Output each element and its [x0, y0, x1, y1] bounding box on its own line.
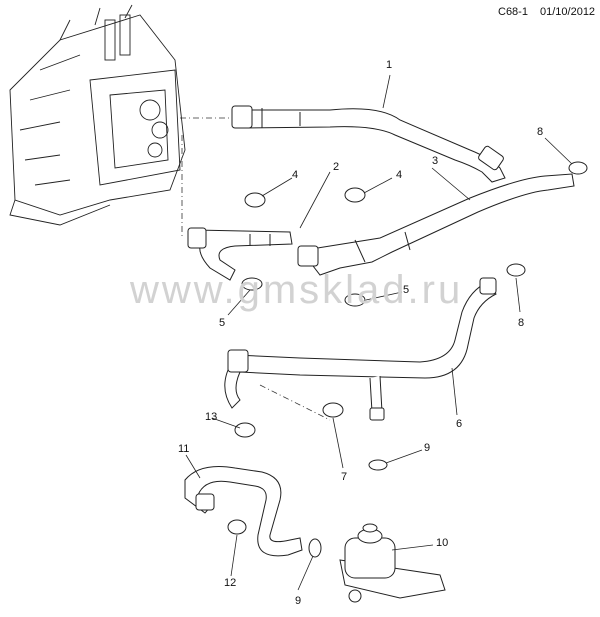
- callout-6: 6: [456, 418, 462, 430]
- clamp-12: [227, 519, 247, 535]
- clamp-8-top: [568, 161, 588, 175]
- hose-11: [184, 466, 303, 557]
- clamp-9-bottom: [308, 538, 322, 558]
- callout-labels: 1 2 3 4 4 5 5 6 7 8 8 9 9 10 11 12 13: [178, 59, 543, 607]
- hvac-module: [9, 4, 186, 226]
- leader-lines: [180, 117, 331, 421]
- clamp-8-bottom: [506, 263, 526, 277]
- callout-7: 7: [341, 471, 347, 483]
- callout-5-left: 5: [219, 317, 225, 329]
- callout-9-bottom: 9: [295, 595, 301, 607]
- clamp-7: [322, 402, 344, 418]
- hose-1: [231, 105, 506, 183]
- callout-10: 10: [436, 537, 448, 549]
- hose-6: [224, 277, 497, 421]
- clamp-5-left: [241, 277, 263, 291]
- callout-12: 12: [224, 577, 236, 589]
- clamp-9-top: [368, 459, 388, 471]
- callout-13: 13: [205, 411, 217, 423]
- clamp-4-right: [344, 187, 366, 203]
- watermark: www.gmsklad.ru: [130, 268, 464, 312]
- hose-clamps: [227, 161, 588, 558]
- callout-11: 11: [178, 443, 189, 455]
- auxiliary-pump-10: [339, 523, 446, 603]
- clamp-5-right: [344, 293, 366, 307]
- hose-2: [187, 227, 293, 281]
- callout-4-right: 4: [396, 169, 402, 181]
- callout-9-top: 9: [424, 442, 430, 454]
- hose-3: [297, 173, 575, 276]
- callout-5-right: 5: [403, 284, 409, 296]
- callout-4-left: 4: [292, 169, 298, 181]
- clamp-4-left: [244, 192, 266, 208]
- diagram-code: C68-1: [498, 6, 528, 18]
- diagram-date: 01/10/2012: [540, 6, 596, 18]
- callout-leaders: [185, 74, 573, 591]
- callout-2: 2: [333, 161, 339, 173]
- callout-8-top: 8: [537, 126, 543, 138]
- callout-8-bottom: 8: [518, 317, 524, 329]
- clamp-13: [234, 422, 256, 438]
- callout-3: 3: [432, 155, 438, 167]
- callout-1: 1: [386, 59, 392, 71]
